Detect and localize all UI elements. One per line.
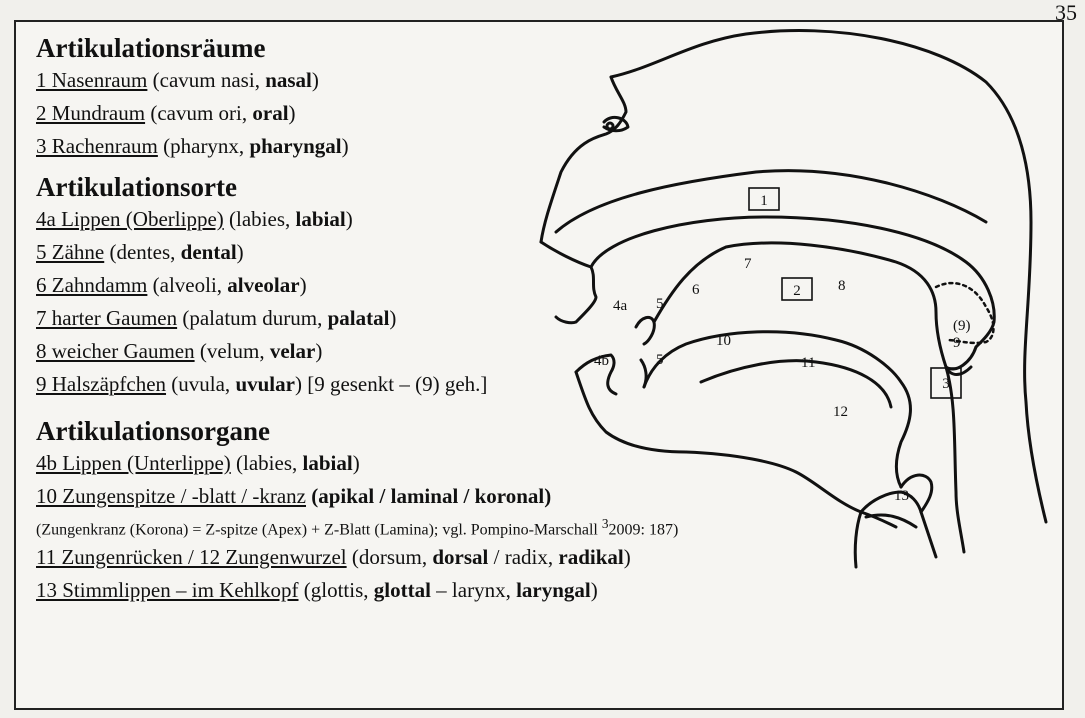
label-8: 8 (838, 278, 846, 294)
heading-artikulationsraeume: Artikulationsräume (36, 33, 266, 63)
item-4b: 4b Lippen (Unterlippe) (labies, labial) (36, 451, 360, 475)
pharynx-wall (944, 365, 966, 554)
label-4a: 4a (613, 298, 628, 314)
lower-lip (574, 353, 618, 396)
label-6: 6 (692, 282, 700, 298)
label-12: 12 (833, 404, 848, 420)
label-9-raised: (9) (953, 318, 971, 334)
velum-raised (934, 281, 995, 345)
upper-lip (539, 240, 598, 325)
glottis (864, 513, 918, 529)
item-6: 6 Zahndamm (alveoli, alveolar) (36, 273, 307, 297)
head-outline (609, 29, 1048, 524)
item-9: 9 Halszäpfchen (uvula, uvular) [9 gesenk… (36, 372, 488, 396)
label-13: 13 (894, 488, 909, 504)
label-9: 9 (953, 335, 961, 351)
heading-artikulationsorte: Artikulationsorte (36, 172, 237, 202)
neck-front (853, 510, 863, 569)
larynx (859, 490, 938, 559)
page-number: 35 (1055, 0, 1077, 25)
vocal-tract-diagram: 1 2 3 4a 4b 5 5 6 7 8 9 (9) 10 11 12 13 (539, 29, 1048, 569)
item-3: 3 Rachenraum (pharynx, pharyngal) (36, 134, 349, 158)
nasal-cavity-roof (554, 169, 988, 234)
label-7: 7 (744, 256, 752, 272)
text-column: Artikulationsräume 1 Nasenraum (cavum na… (36, 32, 1056, 607)
label-4b: 4b (594, 353, 609, 369)
item-11-12: 11 Zungenrücken / 12 Zungenwurzel (dorsu… (36, 545, 631, 570)
label-11: 11 (801, 355, 815, 371)
label-1: 1 (760, 193, 768, 209)
heading-artikulationsorgane: Artikulationsorgane (36, 416, 271, 446)
tongue-root (699, 359, 893, 409)
item-13: 13 Stimmlippen – im Kehlkopf (glottis, g… (36, 578, 598, 603)
item-1: 1 Nasenraum (cavum nasi, nasal) (36, 68, 319, 92)
label-10: 10 (716, 333, 731, 349)
epiglottis (899, 473, 934, 514)
label-2: 2 (793, 283, 801, 299)
item-5: 5 Zähne (dentes, dental) (36, 240, 244, 264)
item-10: 10 Zungenspitze / -blatt / -kranz (apika… (36, 484, 552, 508)
nose-outline (539, 75, 628, 244)
content-frame: 1 2 3 4a 4b 5 5 6 7 8 9 (9) 10 11 12 13 … (14, 20, 1064, 710)
tongue-surface (642, 330, 912, 489)
zungenkranz-note: (Zungenkranz (Korona) = Z-spitze (Apex) … (36, 516, 679, 539)
label-3: 3 (942, 376, 950, 392)
item-4a: 4a Lippen (Oberlippe) (labies, labial) (36, 207, 353, 231)
item-8: 8 weicher Gaumen (velum, velar) (36, 339, 323, 363)
label-5-upper: 5 (656, 296, 664, 312)
item-2: 2 Mundraum (cavum ori, oral) (36, 101, 296, 125)
item-7: 7 harter Gaumen (palatum durum, palatal) (36, 306, 397, 330)
label-5-lower: 5 (656, 352, 664, 368)
